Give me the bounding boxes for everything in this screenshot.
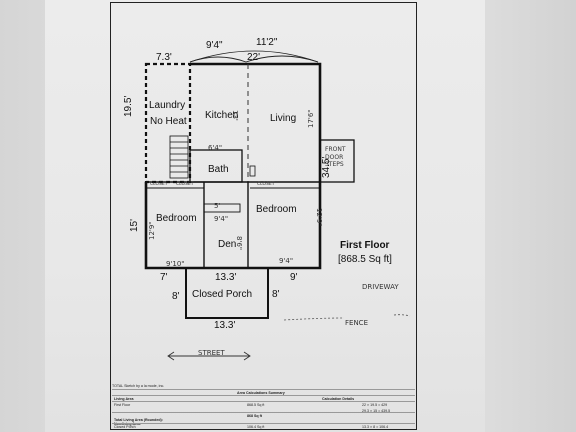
closet-label-mid: CLOSET xyxy=(176,182,194,187)
note-street: STREET xyxy=(198,349,225,357)
dim-bath-width: 6'4" xyxy=(208,144,223,152)
dim-bottom-right: 9' xyxy=(290,272,298,283)
room-bedroom-left: Bedroom xyxy=(156,213,197,224)
dim-kitchen-height: 13' xyxy=(231,110,239,121)
exterior-wall xyxy=(144,62,322,270)
summary-total-living: Total Living Area (Rounded): xyxy=(114,418,163,422)
dim-closet-small: 5' xyxy=(214,202,221,210)
dim-bottom-left: 7' xyxy=(160,272,168,283)
dim-laundry-width: 7.3' xyxy=(156,52,172,63)
front-door-steps-label: FRONT DOOR STEPS xyxy=(325,146,346,168)
stairs xyxy=(169,135,189,179)
summary-row-first-floor: First Floor 868.5 Sq ft 22 × 19.5 = 429 xyxy=(112,401,415,408)
dim-left-bedroom-width: 9'10" xyxy=(166,260,185,268)
summary-row-living: Living Area Calculation Details xyxy=(112,395,415,402)
summary-porch-value: 106.4 Sq ft xyxy=(247,424,265,429)
summary-calc-title: Calculation Details xyxy=(322,396,355,401)
floor-area: [868.5 Sq ft] xyxy=(338,254,392,265)
summary-row-total: 868 Sq ft xyxy=(112,412,415,419)
porch-wall xyxy=(185,267,269,319)
footer-credit: TOTAL Sketch by a la mode, inc. xyxy=(112,384,165,388)
dim-kitchen-width: 9'4" xyxy=(206,40,223,51)
fixture xyxy=(249,165,256,177)
summary-calc-line1: 22 × 19.5 = 429 xyxy=(362,402,388,407)
dim-living-height: 17'6" xyxy=(307,109,315,128)
summary-closed-porch: Closed Porch xyxy=(114,424,136,429)
summary-header-row: Area Calculations Summary xyxy=(112,389,415,396)
summary-porch-calc: 13.3 × 8 = 106.4 xyxy=(362,424,389,429)
fence-line xyxy=(283,317,345,321)
dim-total-width: 22' xyxy=(247,52,261,63)
dim-right-bedroom-width: 9'4" xyxy=(279,257,294,265)
dim-right-height: 34.5' xyxy=(321,156,332,178)
summary-row-calc2: 29.3 × 15 = 439.5 xyxy=(112,407,415,414)
room-no-heat: No Heat xyxy=(150,116,187,127)
summary-calc-line2: 29.3 × 15 = 439.5 xyxy=(362,408,391,413)
dim-left-height: 15' xyxy=(129,218,140,232)
paper-page xyxy=(45,0,485,432)
area-summary-table: TOTAL Sketch by a la mode, inc. Area Cal… xyxy=(112,384,415,430)
summary-row-porch: Closed Porch 106.4 Sq ft 13.3 × 8 = 106.… xyxy=(112,423,415,430)
closet-label-left: CLOSET xyxy=(150,182,168,187)
summary-row-labels: Total Living Area (Rounded): Non-living … xyxy=(112,417,415,426)
dim-porch-width-bottom: 13.3' xyxy=(214,320,236,331)
dim-den-height: 8'6" xyxy=(235,236,243,251)
room-living: Living xyxy=(270,113,297,124)
dim-living-width: 11'2" xyxy=(256,37,278,48)
note-fence: FENCE xyxy=(345,319,368,327)
dim-laundry-height: 19.5' xyxy=(123,95,134,117)
dim-porch-height-right: 8' xyxy=(272,289,280,300)
dim-porch-width-top: 13.3' xyxy=(215,272,237,283)
room-closed-porch: Closed Porch xyxy=(192,289,253,300)
summary-title: Area Calculations Summary xyxy=(237,390,285,395)
summary-living-area: Living Area xyxy=(114,396,134,401)
dim-den-width: 9'4" xyxy=(214,215,229,223)
page-border xyxy=(110,2,417,430)
summary-first-floor: First Floor xyxy=(114,402,131,407)
room-den: Den xyxy=(218,239,237,250)
summary-total-value: 868 Sq ft xyxy=(247,413,262,418)
den-closet xyxy=(203,203,241,213)
front-door-step xyxy=(319,139,355,183)
dim-porch-height-left: 8' xyxy=(172,291,180,302)
closet-label-right: CLOSET xyxy=(257,182,275,187)
room-bath: Bath xyxy=(208,164,229,175)
room-laundry: Laundry xyxy=(149,100,186,111)
summary-non-living: Non-living Area xyxy=(114,422,141,426)
summary-first-floor-value: 868.5 Sq ft xyxy=(247,402,265,407)
room-bedroom-right: Bedroom xyxy=(256,204,297,215)
room-kitchen: Kitchen xyxy=(205,110,239,121)
floor-title: First Floor xyxy=(340,240,390,251)
dim-left-bedroom-height: 12'9" xyxy=(148,221,156,240)
dim-right-bedroom-height: 12'9" xyxy=(315,208,323,227)
note-driveway: DRIVEWAY xyxy=(362,283,399,291)
